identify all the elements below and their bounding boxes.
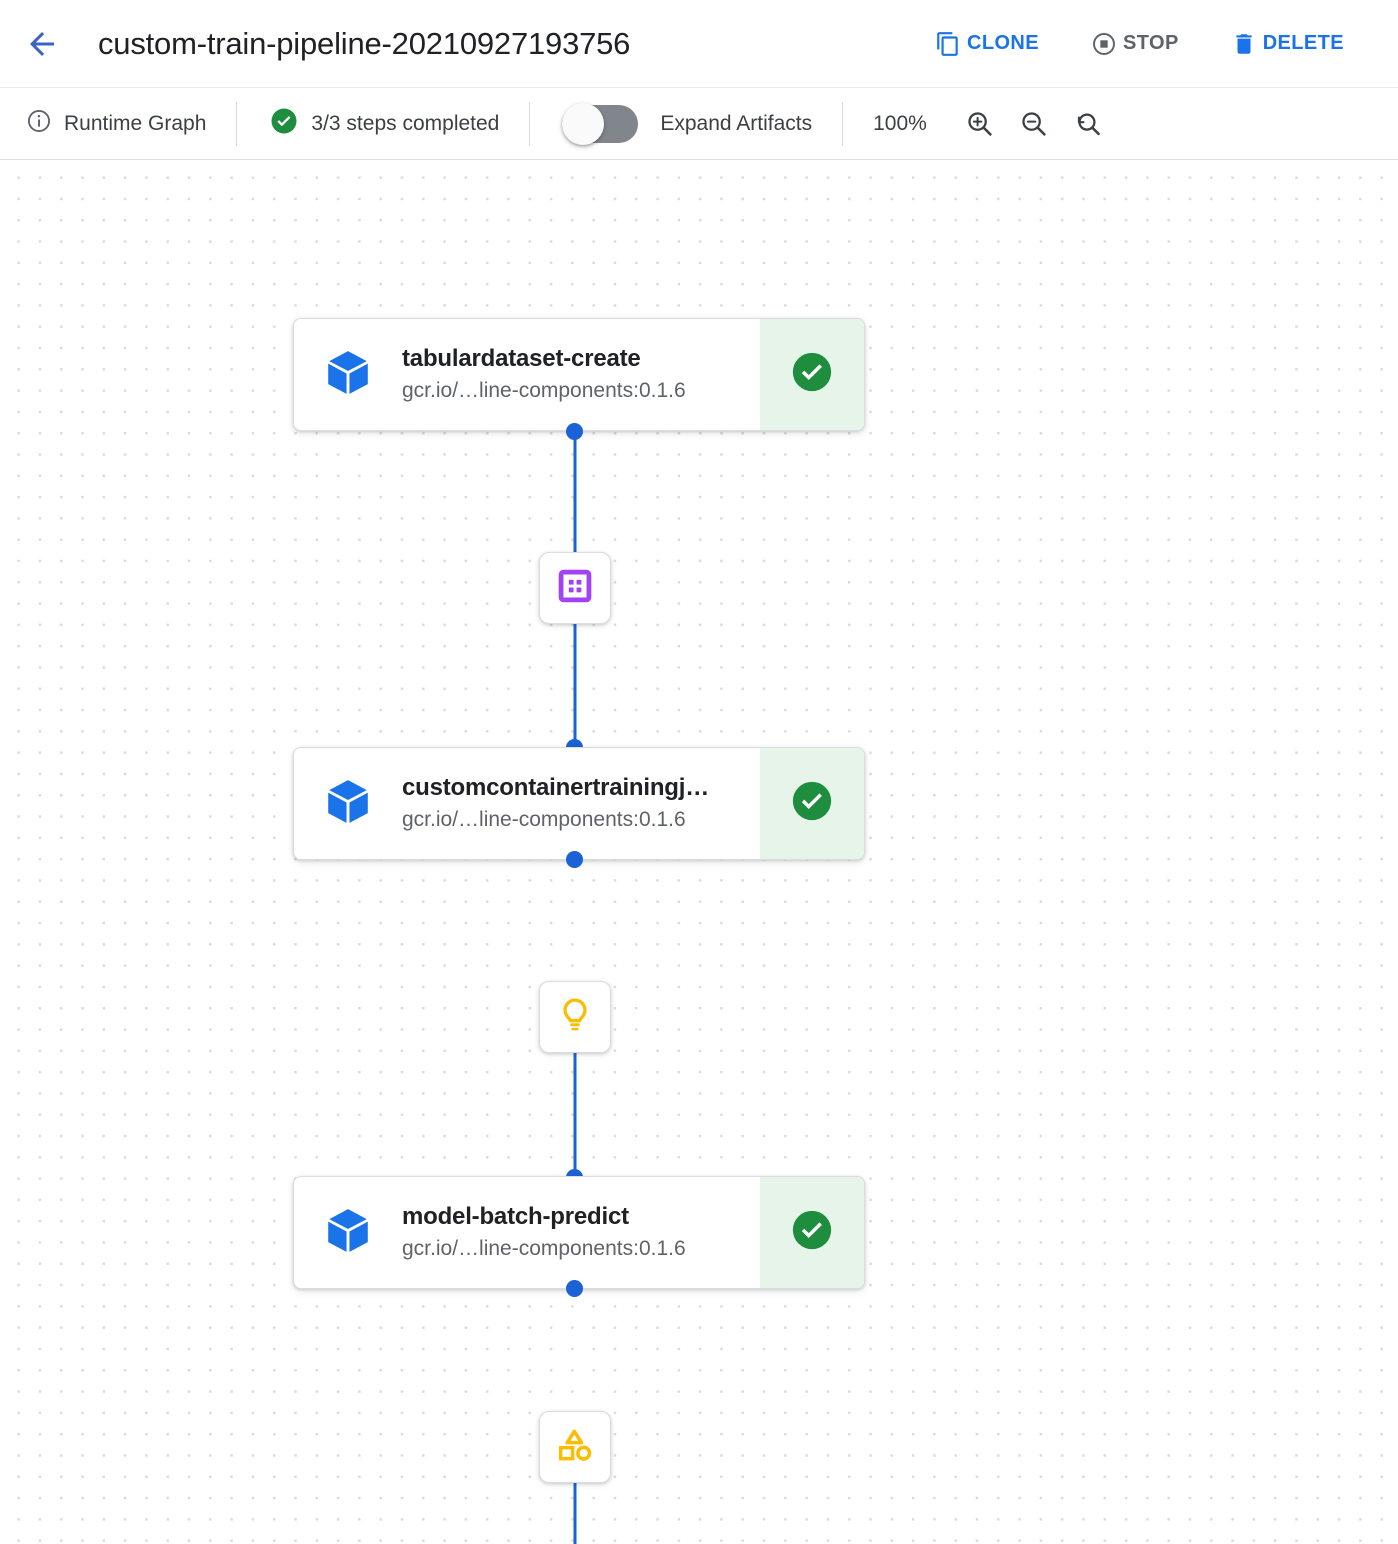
- pipeline-node-tabulardataset-create[interactable]: tabulardataset-create gcr.io/…line-compo…: [293, 318, 865, 431]
- check-circle-icon: [789, 778, 835, 829]
- zoom-controls: 100%: [843, 88, 1115, 159]
- clone-label: CLONE: [967, 32, 1039, 54]
- node-status-panel: [760, 319, 864, 430]
- node-icon-wrapper: [294, 748, 402, 859]
- cube-icon: [323, 1205, 373, 1260]
- zoom-reset-button[interactable]: [1061, 97, 1115, 151]
- node-status-panel: [760, 748, 864, 859]
- check-circle-icon: [789, 1207, 835, 1258]
- expand-artifacts-toggle[interactable]: [562, 102, 639, 145]
- clone-button[interactable]: CLONE: [921, 23, 1053, 65]
- trash-icon: [1231, 31, 1257, 57]
- toolbar-divider-3: [842, 101, 844, 146]
- zoom-in-button[interactable]: [953, 97, 1007, 151]
- zoom-reset-icon: [1072, 108, 1104, 140]
- artifact-node-model[interactable]: [539, 981, 611, 1053]
- pipeline-node-customcontainertrainingjob[interactable]: customcontainertrainingj… gcr.io/…line-c…: [293, 747, 865, 860]
- pipeline-node-model-batch-predict[interactable]: model-batch-predict gcr.io/…line-compone…: [293, 1176, 865, 1289]
- lightbulb-icon: [556, 996, 594, 1039]
- graph-canvas[interactable]: tabulardataset-create gcr.io/…line-compo…: [0, 161, 1398, 1544]
- runtime-graph-label-group: Runtime Graph: [0, 88, 236, 159]
- page-title: custom-train-pipeline-20210927193756: [98, 25, 631, 61]
- delete-label: DELETE: [1262, 32, 1344, 54]
- check-circle-icon: [789, 349, 835, 400]
- cube-icon: [323, 347, 373, 402]
- artifact-node-dataset[interactable]: [539, 552, 611, 624]
- arrow-left-icon: [24, 26, 60, 62]
- node-icon-wrapper: [294, 1177, 402, 1288]
- zoom-level-label: 100%: [873, 111, 927, 135]
- pipeline-graph: tabulardataset-create gcr.io/…line-compo…: [0, 161, 1398, 1544]
- node-subtitle: gcr.io/…line-components:0.1.6: [402, 379, 686, 403]
- node-text: customcontainertrainingj… gcr.io/…line-c…: [402, 748, 760, 859]
- expand-artifacts-group: Expand Artifacts: [530, 88, 842, 159]
- artifact-node-batch-prediction[interactable]: [539, 1411, 611, 1483]
- node-anchor-out-3: [566, 1280, 583, 1297]
- node-subtitle: gcr.io/…line-components:0.1.6: [402, 1237, 686, 1261]
- page-header: custom-train-pipeline-20210927193756 CLO…: [0, 0, 1398, 88]
- toolbar-divider-1: [236, 101, 238, 146]
- toolbar-divider-2: [529, 101, 531, 146]
- node-anchor-out-2: [566, 851, 583, 868]
- stop-label: STOP: [1123, 32, 1179, 54]
- node-title: tabulardataset-create: [402, 345, 641, 373]
- runtime-graph-label: Runtime Graph: [64, 111, 207, 135]
- node-subtitle: gcr.io/…line-components:0.1.6: [402, 808, 686, 832]
- stop-button[interactable]: STOP: [1077, 23, 1193, 65]
- graph-toolbar: Runtime Graph 3/3 steps completed Expand…: [0, 88, 1398, 160]
- back-button[interactable]: [14, 16, 70, 72]
- steps-completed-label: 3/3 steps completed: [311, 111, 500, 135]
- steps-status-group: 3/3 steps completed: [237, 88, 529, 159]
- node-title: customcontainertrainingj…: [402, 774, 710, 802]
- shapes-icon: [555, 1425, 595, 1470]
- zoom-out-button[interactable]: [1007, 97, 1061, 151]
- node-status-panel: [760, 1177, 864, 1288]
- check-circle-icon: [269, 106, 299, 142]
- zoom-in-icon: [964, 108, 996, 140]
- expand-artifacts-label: Expand Artifacts: [660, 111, 813, 135]
- node-title: model-batch-predict: [402, 1203, 629, 1231]
- dataset-icon: [556, 567, 594, 610]
- header-actions: CLONE STOP DELETE: [897, 23, 1398, 65]
- delete-button[interactable]: DELETE: [1217, 23, 1358, 65]
- node-text: tabulardataset-create gcr.io/…line-compo…: [402, 319, 760, 430]
- zoom-out-icon: [1018, 108, 1050, 140]
- node-icon-wrapper: [294, 319, 402, 430]
- copy-icon: [935, 31, 961, 57]
- stop-circle-icon: [1091, 31, 1117, 57]
- node-text: model-batch-predict gcr.io/…line-compone…: [402, 1177, 760, 1288]
- node-anchor-out-1: [566, 423, 583, 440]
- toggle-knob: [562, 102, 605, 145]
- cube-icon: [323, 776, 373, 831]
- info-icon: [26, 108, 52, 140]
